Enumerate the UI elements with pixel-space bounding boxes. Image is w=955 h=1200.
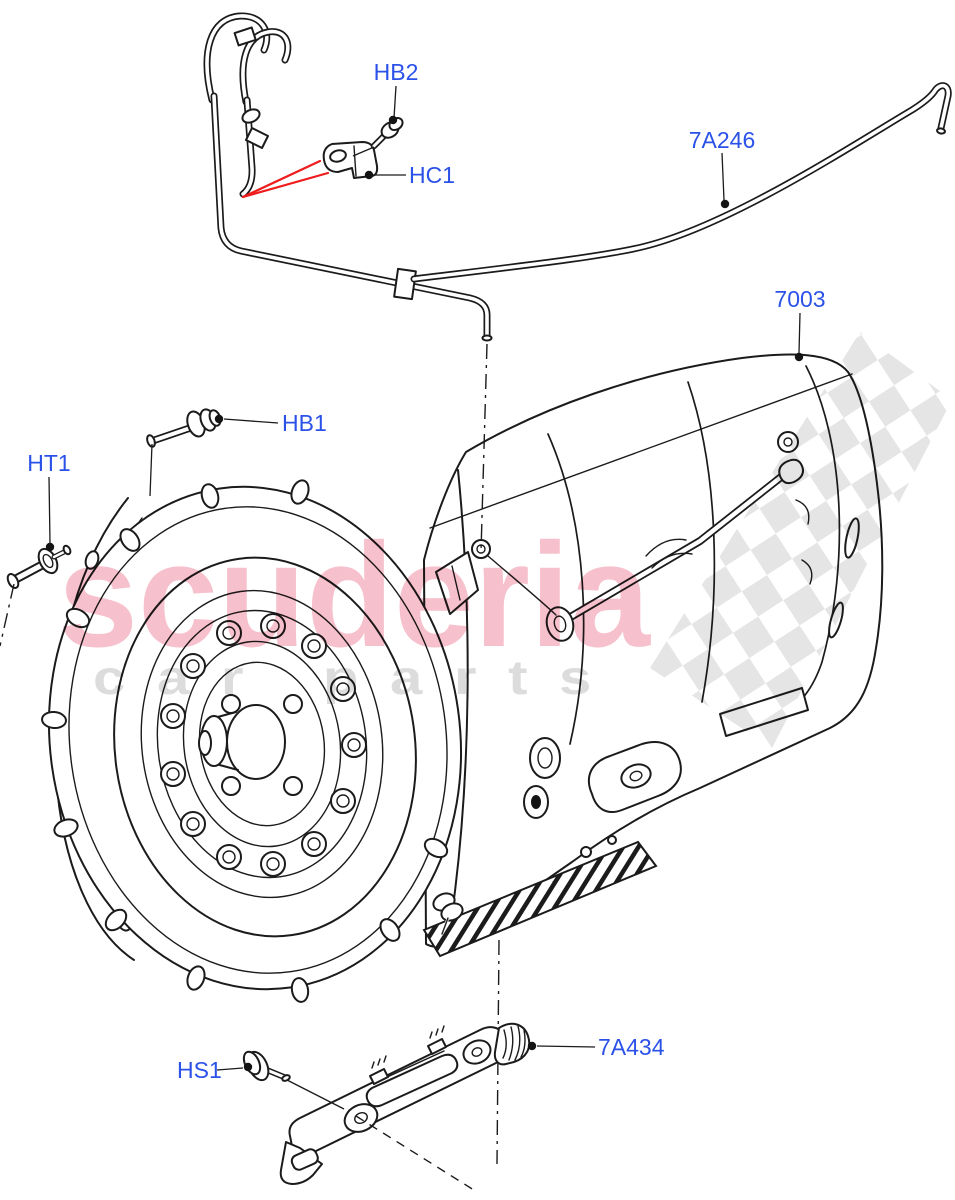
oil-pan-rail — [422, 840, 658, 958]
leader-dot-7003 — [794, 352, 804, 362]
leader-dot-hb1 — [214, 414, 224, 424]
leader-dot-7a434 — [527, 1041, 537, 1051]
part-label-ht1[interactable]: HT1 — [27, 450, 70, 476]
leader-dot-hs1 — [243, 1062, 253, 1072]
leader-line-7003 — [798, 312, 801, 354]
part-label-7003[interactable]: 7003 — [774, 286, 825, 312]
pan-bolt — [432, 892, 464, 936]
leader-line-7a246 — [721, 152, 725, 201]
heat-shield-clip — [427, 1025, 447, 1055]
part-label-hs1[interactable]: HS1 — [177, 1057, 222, 1083]
tube-clip-mid — [393, 267, 417, 301]
part-label-hb1[interactable]: HB1 — [282, 410, 327, 436]
part-label-7a434[interactable]: 7A434 — [598, 1034, 665, 1060]
push-pin-hs1 — [242, 1050, 291, 1082]
tube-clip-top — [233, 26, 257, 47]
leader-dot-ht1 — [45, 542, 55, 552]
pointer-lines-red — [241, 159, 330, 199]
leader-dot-hc1 — [364, 170, 374, 180]
stud-ht1 — [0, 544, 72, 647]
leader-line-hb2 — [393, 85, 397, 119]
torque-converter — [41, 479, 463, 1003]
watermark-secondary-text: car parts — [93, 652, 623, 705]
leader-line-hb1 — [223, 418, 279, 424]
watermark: scuderia car parts — [58, 332, 952, 748]
leader-dot-7a246 — [720, 199, 730, 209]
leader-line-7a434 — [536, 1045, 596, 1048]
watermark-checker-flag — [650, 332, 952, 748]
part-label-hb2[interactable]: HB2 — [374, 59, 419, 85]
oil-cooler-tube-7a246 — [414, 86, 948, 279]
heat-shield-7a434 — [279, 1022, 531, 1193]
part-label-hc1[interactable]: HC1 — [409, 162, 455, 188]
heat-shield-end-cap — [493, 1022, 531, 1066]
centerline-ht1 — [0, 583, 15, 647]
tube-open-end — [481, 334, 493, 342]
filler-fitting — [471, 539, 491, 559]
heat-shield-clip — [369, 1055, 389, 1085]
bolt-hb1 — [146, 408, 222, 497]
watermark-primary-text: scuderia — [58, 513, 652, 678]
centerline-tube-to-case — [480, 343, 488, 553]
centerline-shield-diagonal — [355, 1115, 478, 1193]
leader-line-hs1 — [216, 1067, 244, 1071]
leader-line-ht1 — [48, 476, 51, 544]
bolt-hb2 — [352, 116, 404, 157]
leader-dot-hb2 — [388, 115, 398, 125]
fluid-tube-assembly — [207, 16, 493, 342]
heat-shield-slot — [365, 1053, 459, 1108]
damper-rivet-ring — [160, 613, 367, 877]
callouts: HB2 HC1 7A246 7003 HB1 HT1 HS1 7A434 — [27, 59, 825, 1083]
part-label-7a246[interactable]: 7A246 — [689, 127, 756, 153]
